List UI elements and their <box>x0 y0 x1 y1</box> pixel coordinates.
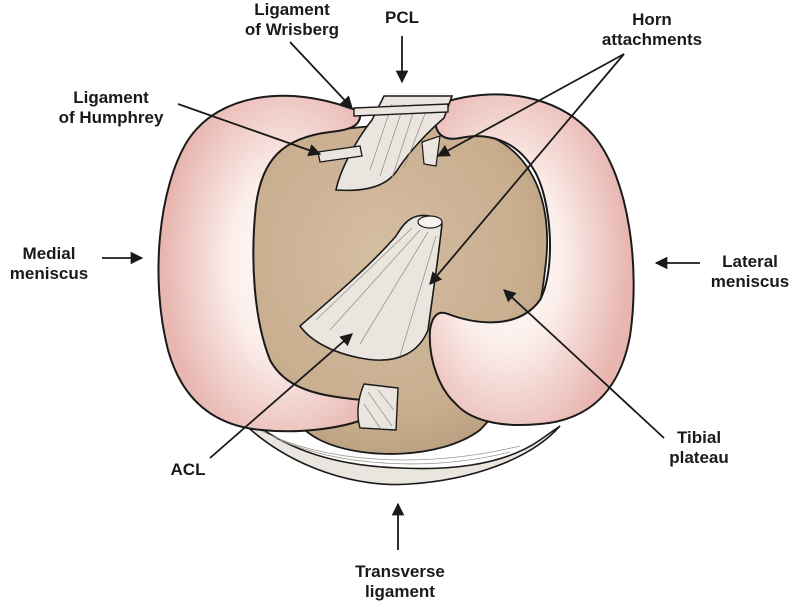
label-line: ACL <box>170 460 206 479</box>
label-tibial-plateau: Tibial plateau <box>654 428 744 468</box>
label-line: attachments <box>601 30 703 49</box>
horn-attachment-anterior <box>357 383 399 431</box>
transverse-ligament-band <box>235 416 561 486</box>
label-line: Ligament <box>73 88 149 107</box>
pointer-tibial <box>503 289 665 439</box>
label-line: ligament <box>365 582 435 601</box>
pointer-lines <box>102 36 700 550</box>
label-pcl: PCL <box>372 8 432 28</box>
pointer-horn-lower <box>429 53 625 285</box>
medial-meniscus <box>157 94 363 433</box>
label-line: Horn <box>632 10 672 29</box>
label-ligament-of-wrisberg: Ligament of Wrisberg <box>222 0 362 40</box>
label-line: of Humphrey <box>58 108 164 127</box>
label-lateral-meniscus: Lateral meniscus <box>700 252 800 292</box>
ligament-of-wrisberg <box>353 103 449 117</box>
pointer-wrisberg <box>289 41 353 109</box>
label-transverse-ligament: Transverse ligament <box>320 562 480 602</box>
pointer-acl <box>209 333 353 459</box>
label-line: Medial <box>22 244 76 263</box>
label-line: Lateral <box>722 252 778 271</box>
label-horn-attachments: Horn attachments <box>592 10 712 50</box>
label-medial-meniscus: Medial meniscus <box>0 244 98 284</box>
label-line: Transverse <box>355 562 445 581</box>
horn-attachment-posterior <box>421 135 441 167</box>
label-ligament-of-humphrey: Ligament of Humphrey <box>46 88 176 128</box>
ligament-of-humphrey <box>317 145 363 163</box>
label-line: Ligament <box>254 0 330 19</box>
label-line: plateau <box>669 448 729 467</box>
label-line: meniscus <box>9 264 89 283</box>
pointer-humphrey <box>177 103 322 157</box>
lateral-meniscus <box>428 93 635 426</box>
label-line: of Wrisberg <box>244 20 340 39</box>
pointer-horn-upper <box>436 53 625 157</box>
label-acl: ACL <box>158 460 218 480</box>
label-line: PCL <box>385 8 419 27</box>
label-line: Tibial <box>676 428 722 447</box>
label-line: meniscus <box>710 272 790 291</box>
